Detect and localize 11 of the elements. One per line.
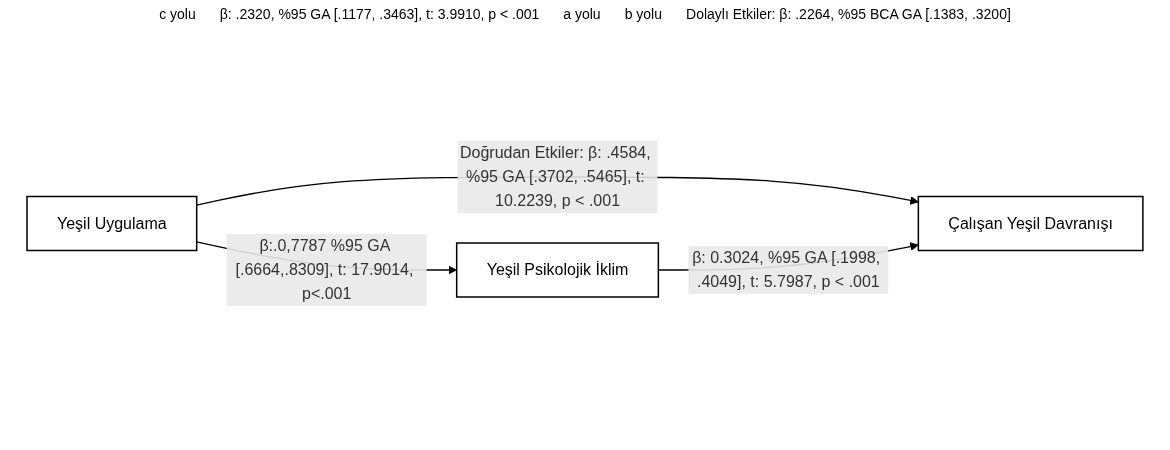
node-box: Yeşil Uygulama <box>26 195 198 251</box>
edge-label: β:.0,7787 %95 GA [.6664,.8309], t: 17.9014, p<.001 <box>235 236 414 302</box>
node-box: Yeşil Psikolojik İklim <box>456 241 660 298</box>
note-text: b yolu <box>624 6 662 22</box>
edge-label: β: 0.3024, %95 GA [.1998, .4049], t: 5.7987, p < .001 <box>692 248 881 290</box>
note-text: Dolaylı Etkiler: β: .2264, %95 BCA GA [.1383, .3200] <box>686 6 1011 22</box>
note-text: β: .2320, %95 GA [.1177, .3463], t: 3.9910, p < .001 <box>219 6 540 22</box>
edge-label: Doğrudan Etkiler: β: .4584, %95 GA [.3702, .5465], t: 10.2239, p < .001 <box>460 143 651 209</box>
note-text: c yolu <box>159 6 196 22</box>
node-box: Çalışan Yeşil Davranışı <box>917 195 1144 251</box>
note-text: a yolu <box>563 6 601 22</box>
